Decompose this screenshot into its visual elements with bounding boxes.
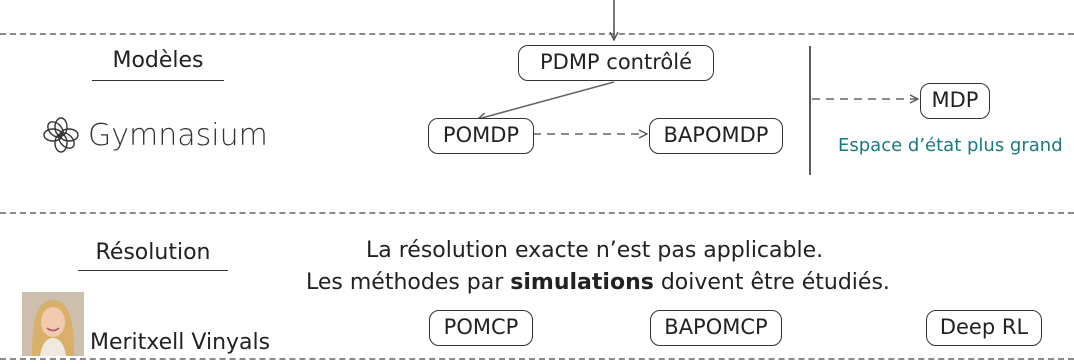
bapomdp-node: BAPOMDP [649, 118, 783, 154]
models-title: Modèles [112, 48, 204, 73]
method-bapomcp: BAPOMCP [650, 310, 782, 346]
resolution-line-2-bold: simulations [510, 270, 654, 295]
person-avatar-icon [22, 292, 84, 356]
resolution-line-2-prefix: Les méthodes par [306, 270, 511, 295]
resolution-title: Résolution [95, 240, 211, 265]
gymnasium-logo: Gymnasium [42, 116, 268, 154]
method-pomcp: POMCP [429, 310, 533, 346]
bottom-divider [0, 358, 1074, 360]
models-title-underline [92, 80, 224, 81]
top-divider [0, 33, 1074, 35]
larger-state-space-note: Espace d’état plus grand [838, 135, 1063, 156]
mdp-node: MDP [920, 83, 990, 119]
resolution-line-2: Les méthodes par simulations doivent êtr… [306, 270, 890, 295]
pdmp-to-pomdp-arrow [478, 81, 615, 119]
person-photo [22, 292, 84, 356]
middle-divider [0, 212, 1074, 214]
gymnasium-flower-icon [43, 117, 79, 153]
resolution-line-1: La résolution exacte n’est pas applicabl… [366, 238, 824, 263]
pomdp-node: POMDP [428, 118, 534, 154]
pdmp-node: PDMP contrôlé [518, 45, 714, 81]
method-deep-rl: Deep RL [926, 310, 1042, 346]
resolution-line-2-suffix: doivent être étudiés. [653, 270, 890, 295]
person-name: Meritxell Vinyals [90, 330, 271, 355]
gymnasium-label: Gymnasium [88, 117, 268, 153]
resolution-title-underline [78, 270, 228, 271]
